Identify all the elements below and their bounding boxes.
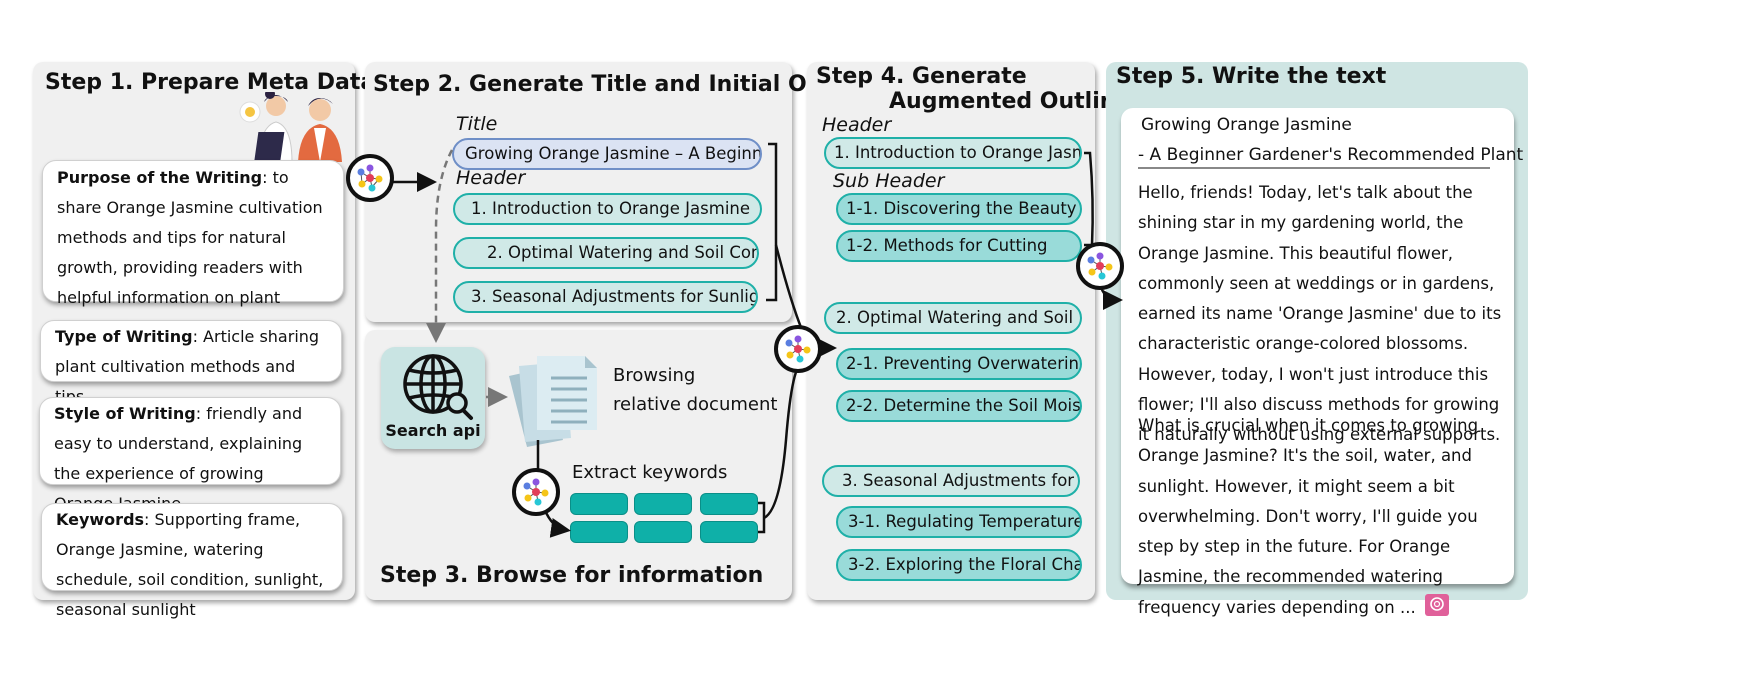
browse-label-line2: relative document	[613, 394, 778, 415]
keyword-block	[570, 493, 628, 515]
type-label: Type of Writing	[55, 327, 193, 346]
type-text: : Article sharing plant cultivation meth…	[55, 327, 320, 406]
aug-sub-1-1: 1-1. Discovering the Beauty ..	[836, 193, 1082, 225]
step4-title-line2: Augmented Outline	[889, 89, 1131, 114]
header-pill-2: 2. Optimal Watering and Soil Conditions	[453, 237, 759, 269]
globe-search-icon	[403, 354, 473, 420]
llm-network-icon	[512, 468, 560, 516]
step1-title: Step 1. Prepare Meta Data	[45, 70, 376, 95]
browse-label-line1: Browsing	[613, 365, 696, 386]
purpose-text: : to share Orange Jasmine cultivation me…	[57, 168, 323, 337]
aug-sub-3-1: 3-1. Regulating Temperature	[836, 506, 1082, 538]
article-title-line2: - A Beginner Gardener's Recommended Plan…	[1138, 143, 1523, 169]
header-pill-1: 1. Introduction to Orange Jasmine	[453, 193, 762, 225]
step4-header-label: Header	[822, 114, 892, 136]
aug-sub-2-1: 2-1. Preventing Overwatering	[836, 348, 1082, 380]
extract-keywords-label: Extract keywords	[572, 462, 728, 483]
meta-card-purpose: Purpose of the Writing: to share Orange …	[42, 160, 344, 337]
aug-header-2: 2. Optimal Watering and Soil ...	[824, 302, 1082, 334]
meta-card-type: Type of Writing: Article sharing plant c…	[40, 320, 342, 406]
keywords-label: Keywords	[56, 510, 145, 529]
document-stack-icon	[505, 352, 605, 447]
keyword-block	[634, 493, 692, 515]
step3-title: Step 3. Browse for information	[380, 563, 764, 588]
article-card	[1121, 108, 1514, 584]
search-api-box: Search api	[381, 347, 485, 449]
aug-sub-2-2: 2-2. Determine the Soil Moisture	[836, 390, 1082, 422]
aug-header-1: 1. Introduction to Orange Jasmine	[824, 137, 1082, 169]
llm-network-icon	[1076, 242, 1124, 290]
purpose-label: Purpose of the Writing	[57, 168, 263, 187]
article-paragraph-1: Hello, friends! Today, let's talk about …	[1138, 183, 1502, 445]
title-pill: Growing Orange Jasmine – A Beginner ...	[452, 138, 762, 170]
keywords-text: : Supporting frame, Orange Jasmine, wate…	[56, 510, 324, 619]
keyword-block	[700, 493, 758, 515]
title-label: Title	[456, 113, 498, 135]
step2-title: Step 2. Generate Title and Initial Outli…	[373, 72, 879, 97]
article-title-line1: Growing Orange Jasmine	[1141, 115, 1352, 135]
step5-title: Step 5. Write the text	[1116, 64, 1387, 89]
aug-sub-3-2: 3-2. Exploring the Floral Charm	[836, 549, 1082, 581]
article-paragraph-2-text: What is crucial when it comes to growing…	[1138, 416, 1479, 617]
meta-card-keywords: Keywords: Supporting frame, Orange Jasmi…	[41, 503, 343, 619]
style-label: Style of Writing	[54, 404, 196, 423]
keyword-block	[700, 521, 758, 543]
article-paragraph-2: What is crucial when it comes to growing…	[1138, 411, 1503, 623]
search-api-label: Search api	[385, 421, 481, 440]
llm-network-icon	[774, 325, 822, 373]
chatgpt-icon	[1424, 593, 1449, 616]
subheader-label: Sub Header	[833, 170, 945, 192]
aug-sub-1-2: 1-2. Methods for Cutting	[836, 230, 1082, 262]
llm-network-icon	[346, 154, 394, 202]
header-label: Header	[456, 167, 526, 189]
people-illustration-icon	[236, 89, 346, 163]
header-pill-3: 3. Seasonal Adjustments for Sunlight	[453, 281, 758, 313]
step4-title-line1: Step 4. Generate	[816, 64, 1027, 89]
meta-card-style: Style of Writing: friendly and easy to u…	[39, 397, 341, 513]
keyword-block	[570, 521, 628, 543]
aug-header-3: 3. Seasonal Adjustments for ...	[822, 465, 1080, 497]
keyword-block	[634, 521, 692, 543]
